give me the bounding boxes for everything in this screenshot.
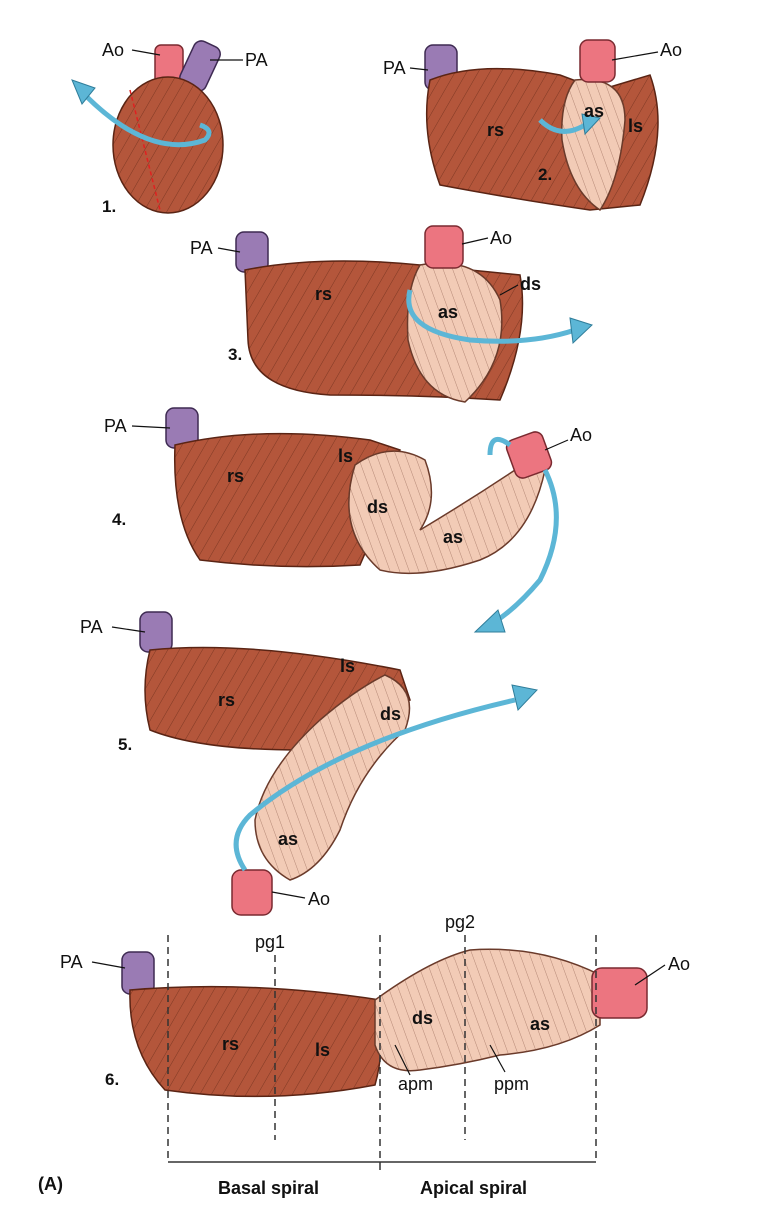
label-pg2: pg2	[445, 912, 475, 932]
aorta	[424, 225, 464, 269]
label-ao: Ao	[660, 40, 682, 60]
panel-number: 3.	[228, 345, 242, 364]
label-rs: rs	[315, 284, 332, 304]
label-as: as	[438, 302, 458, 322]
label-ds: ds	[367, 497, 388, 517]
label-ds: ds	[412, 1008, 433, 1028]
panel-number: 2.	[538, 165, 552, 184]
label-apm: apm	[398, 1074, 433, 1094]
label-rs: rs	[227, 466, 244, 486]
label-ls: ls	[628, 116, 643, 136]
panel-5: PA Ao rs ls ds as 5.	[80, 611, 538, 916]
label-ds: ds	[520, 274, 541, 294]
pulmonary-artery	[121, 951, 155, 995]
label-ao: Ao	[102, 40, 124, 60]
label-pa: PA	[80, 617, 103, 637]
label-rs: rs	[487, 120, 504, 140]
label-ao: Ao	[490, 228, 512, 248]
aorta	[579, 39, 616, 83]
label-rs: rs	[218, 690, 235, 710]
label-as: as	[278, 829, 298, 849]
label-as: as	[443, 527, 463, 547]
label-rs: rs	[222, 1034, 239, 1054]
panel-number: 6.	[105, 1070, 119, 1089]
label-apical-spiral: Apical spiral	[420, 1178, 527, 1198]
rotation-arrow	[538, 118, 587, 134]
panel-4: PA Ao rs ls ds as 4.	[104, 407, 592, 633]
label-ao: Ao	[308, 889, 330, 909]
rotation-arrow	[487, 436, 559, 628]
aorta	[591, 967, 648, 1019]
panel-number: 1.	[102, 197, 116, 216]
label-pa: PA	[60, 952, 83, 972]
panel-number: 5.	[118, 735, 132, 754]
label-pa: PA	[245, 50, 268, 70]
label-pa: PA	[190, 238, 213, 258]
panel-6: PA Ao pg1 pg2 rs ls ds as apm ppm 6. Bas…	[60, 912, 690, 1198]
label-basal-spiral: Basal spiral	[218, 1178, 319, 1198]
label-ao: Ao	[570, 425, 592, 445]
rotation-arrow	[233, 697, 516, 872]
panel-3: PA Ao rs as ds 3.	[190, 225, 593, 403]
aorta	[505, 431, 553, 479]
arrow-head-icon	[71, 79, 96, 105]
rotation-arrow	[83, 93, 212, 148]
label-as: as	[530, 1014, 550, 1034]
label-pa: PA	[383, 58, 406, 78]
label-ls: ls	[340, 656, 355, 676]
label-pa: PA	[104, 416, 127, 436]
spiral-bracket	[168, 1161, 596, 1170]
label-ao: Ao	[668, 954, 690, 974]
rotation-arrow	[406, 289, 576, 344]
panel-1: Ao PA 1.	[71, 40, 268, 216]
label-as: as	[584, 101, 604, 121]
label-ls: ls	[315, 1040, 330, 1060]
label-ls: ls	[338, 446, 353, 466]
panel-number: 4.	[112, 510, 126, 529]
panel-2: PA Ao rs as ls 2.	[383, 39, 682, 212]
figure-label: (A)	[38, 1174, 63, 1194]
label-ds: ds	[380, 704, 401, 724]
pulmonary-artery	[235, 231, 269, 273]
aorta	[231, 869, 273, 916]
label-ppm: ppm	[494, 1074, 529, 1094]
label-pg1: pg1	[255, 932, 285, 952]
